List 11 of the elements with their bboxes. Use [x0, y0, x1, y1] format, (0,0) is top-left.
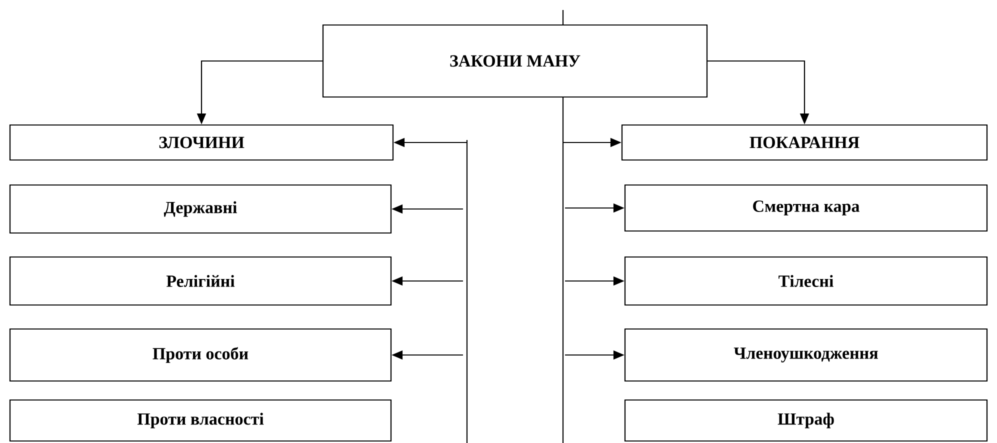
text-box: Державні — [9, 184, 392, 234]
text-box: Тілесні — [624, 256, 988, 306]
text-box: ЗЛОЧИНИ — [9, 124, 394, 161]
text-box: Проти особи — [9, 328, 392, 382]
text-box: ПОКАРАННЯ — [621, 124, 988, 161]
text-box: Смертна кара — [624, 184, 988, 232]
text-box: Релігійні — [9, 256, 392, 306]
text-box: Проти власності — [9, 399, 392, 442]
text-box: ЗАКОНИ МАНУ — [322, 24, 708, 98]
text-box: Членоушкодження — [624, 328, 988, 382]
text-box: Штраф — [624, 399, 988, 442]
